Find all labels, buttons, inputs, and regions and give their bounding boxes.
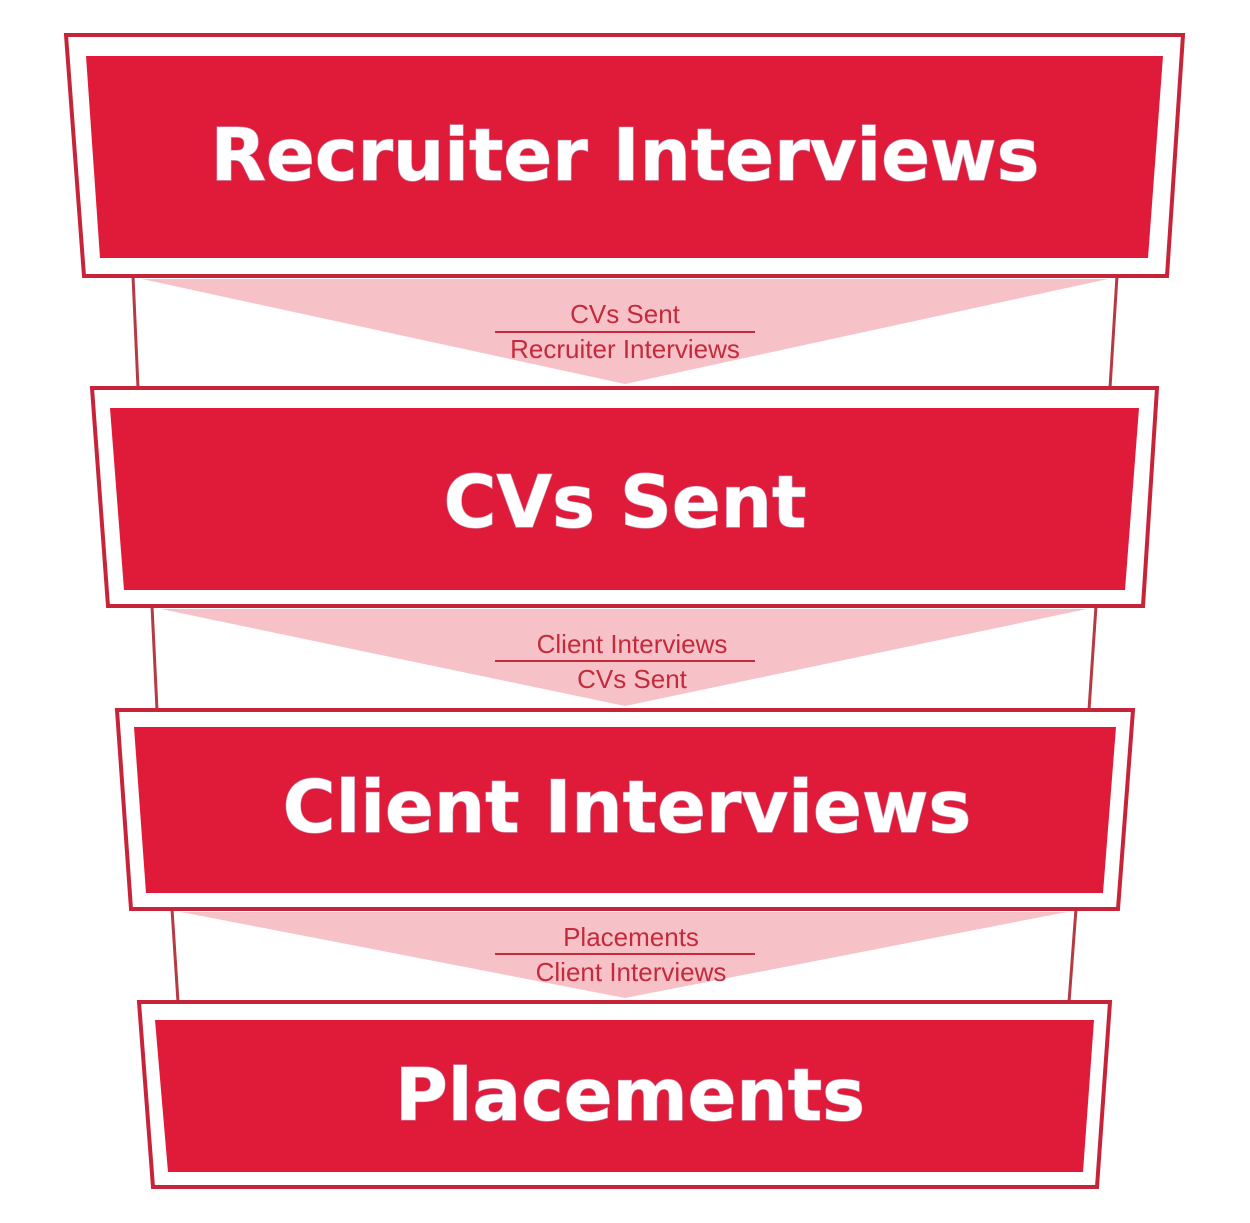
stage-4-bar bbox=[155, 1020, 1094, 1172]
stage-3-bar bbox=[134, 727, 1116, 893]
stage-1-bar bbox=[86, 56, 1163, 258]
ratio-3-numerator: Placements bbox=[563, 922, 699, 952]
stage-client-interviews: Client Interviews bbox=[114, 708, 1136, 911]
stage-4-label: Placements bbox=[395, 1053, 865, 1137]
stage-1-label: Recruiter Interviews bbox=[211, 113, 1040, 197]
ratio-1-denominator: Recruiter Interviews bbox=[510, 334, 740, 364]
ratio-2-numerator: Client Interviews bbox=[537, 629, 728, 659]
stage-2-label: CVs Sent bbox=[444, 460, 807, 544]
stage-3-label: Client Interviews bbox=[283, 765, 971, 849]
stage-placements: Placements bbox=[136, 1000, 1113, 1189]
stage-recruiter-interviews: Recruiter Interviews bbox=[63, 33, 1186, 278]
stage-2-bar bbox=[110, 408, 1139, 590]
ratio-2-denominator: CVs Sent bbox=[577, 664, 688, 694]
ratio-1-numerator: CVs Sent bbox=[570, 299, 681, 329]
connector-1: CVs Sent Recruiter Interviews bbox=[131, 274, 1119, 390]
connector-2-triangle bbox=[161, 609, 1087, 706]
connector-3: Placements Client Interviews bbox=[170, 907, 1078, 1004]
stage-cvs-sent: CVs Sent bbox=[89, 386, 1160, 608]
ratio-3-denominator: Client Interviews bbox=[536, 957, 727, 987]
connector-2: Client Interviews CVs Sent bbox=[150, 604, 1098, 712]
